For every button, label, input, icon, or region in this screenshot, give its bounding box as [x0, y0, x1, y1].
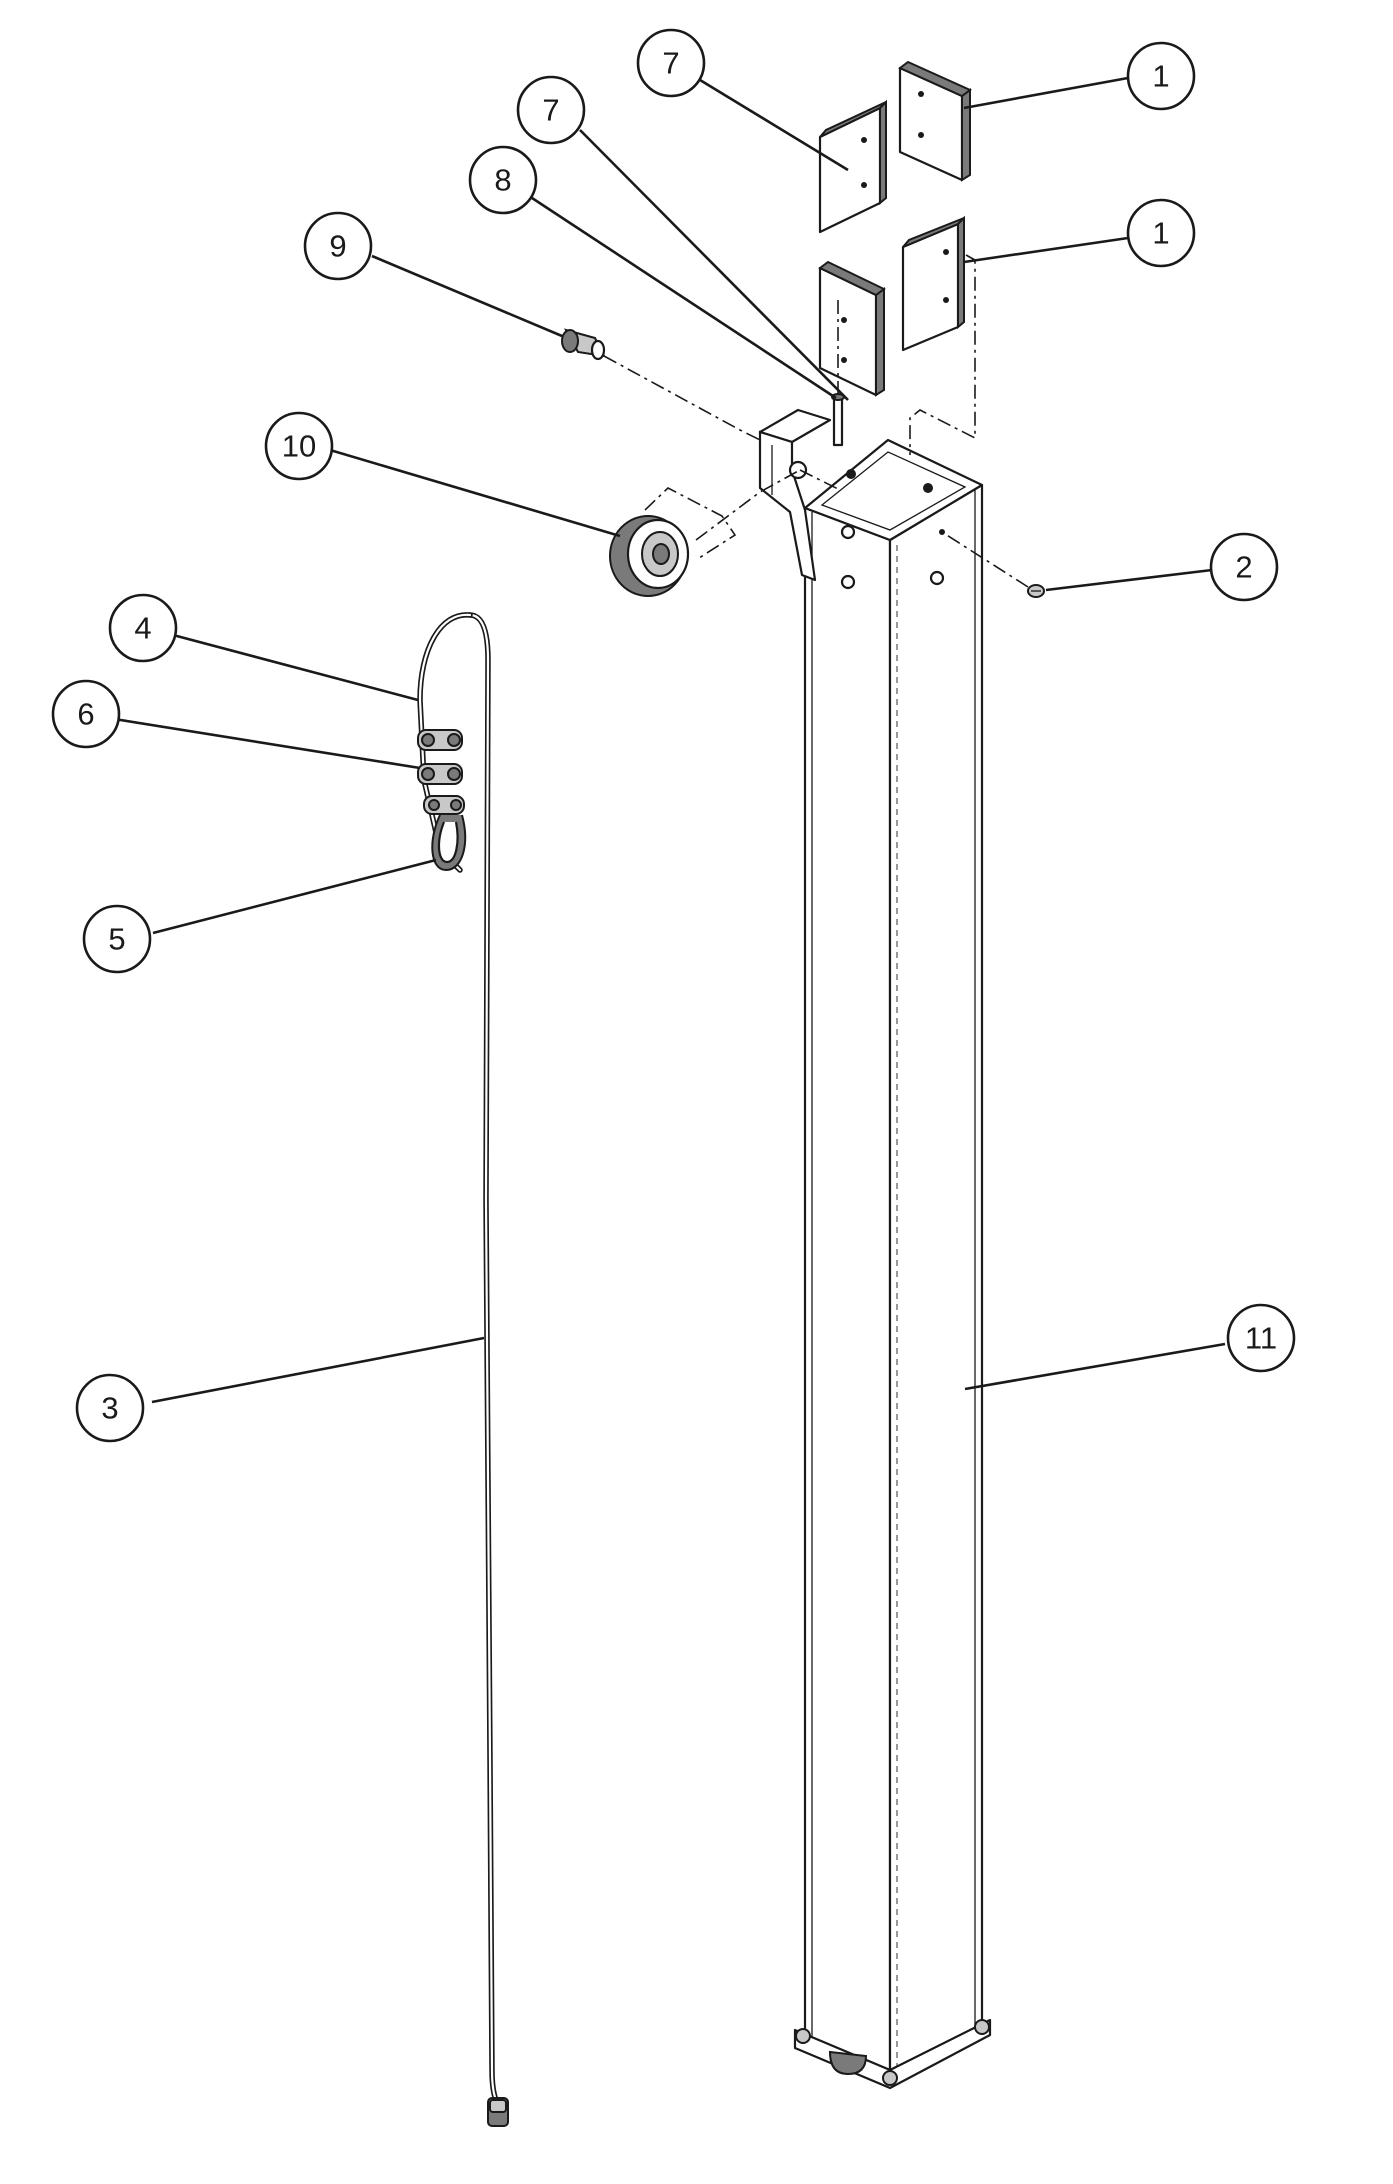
callout-10: 10	[264, 411, 334, 481]
leader-lines	[107, 76, 1226, 1404]
callout-9: 9	[303, 211, 373, 281]
cable-assembly	[417, 612, 509, 2127]
callout-label: 6	[77, 697, 94, 732]
callout-3: 3	[75, 1373, 145, 1443]
sheave-part-10	[609, 515, 690, 597]
slide-pad-1-mid	[901, 215, 965, 352]
screw-part-2	[1027, 584, 1045, 598]
callout-11: 11	[1226, 1303, 1296, 1373]
callout-6: 6	[51, 679, 121, 749]
callout-8: 8	[468, 145, 538, 215]
callout-label: 8	[494, 163, 511, 198]
slide-pad-1-top	[898, 60, 972, 182]
pulley-bracket	[758, 408, 832, 582]
assembly-lines	[603, 254, 1029, 588]
callout-label: 5	[108, 922, 125, 957]
callout-5: 5	[82, 904, 152, 974]
column-foot	[828, 2050, 868, 2076]
callout-7-top: 7	[636, 28, 706, 98]
callout-label: 3	[101, 1391, 118, 1426]
callout-4: 4	[108, 593, 178, 663]
cable-part-3	[467, 612, 499, 2103]
callout-label: 11	[1245, 1321, 1277, 1356]
callout-label: 9	[329, 229, 346, 264]
callout-label: 10	[282, 429, 316, 464]
column-part-11	[793, 438, 992, 2090]
callout-1-mid: 1	[1126, 198, 1196, 268]
column-right-face	[888, 483, 984, 2077]
bolt-part-8	[831, 393, 845, 447]
callout-label: 1	[1152, 59, 1169, 94]
callout-label: 1	[1152, 216, 1169, 251]
bracket-plate	[758, 430, 817, 582]
callout-label: 2	[1235, 550, 1252, 585]
callout-1-top: 1	[1126, 41, 1196, 111]
callout-7-mid: 7	[516, 75, 586, 145]
pulley-pin-part-9	[561, 328, 606, 361]
callout-2: 2	[1209, 532, 1279, 602]
wire-rope-clips-part-6	[417, 729, 465, 815]
slide-pad-7-top	[818, 99, 887, 234]
callout-label: 7	[542, 93, 559, 128]
slide-pad-7-mid	[818, 260, 886, 397]
callout-label: 7	[662, 46, 679, 81]
column-left-face	[803, 506, 892, 2077]
callout-label: 4	[134, 611, 151, 646]
